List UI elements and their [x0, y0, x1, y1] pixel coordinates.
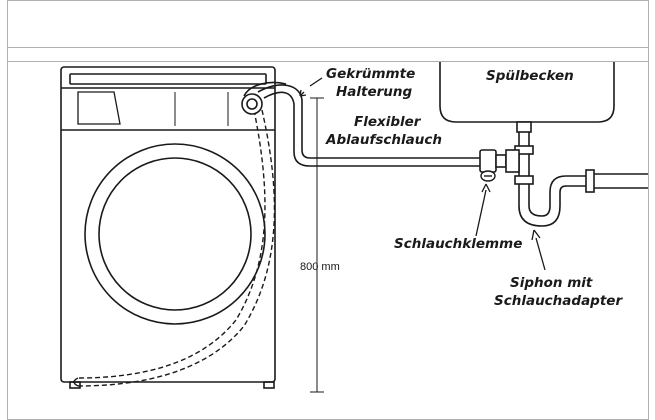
- bent-holder: [241, 81, 287, 115]
- leader-arrows: [299, 77, 546, 271]
- flexible-drain-hose: [257, 84, 480, 167]
- arrow-hose-clamp: [475, 189, 487, 237]
- foot-left: [69, 381, 81, 389]
- label-siphon-2: Schlauchadapter: [494, 293, 623, 309]
- hose-clamp: [480, 170, 496, 182]
- hose-adapter: [479, 149, 520, 173]
- label-hose-clamp: Schlauchklemme: [394, 236, 522, 252]
- arrow-bent-holder: [299, 77, 323, 97]
- height-dimension: [310, 97, 324, 393]
- foot-right: [263, 381, 275, 389]
- label-bent-holder-1: Gekrümmte: [326, 66, 415, 82]
- door-inner: [98, 157, 252, 311]
- door-outer: [84, 143, 266, 325]
- arrow-siphon: [535, 237, 546, 271]
- sink: [439, 62, 615, 133]
- drawer-handle: [77, 91, 121, 125]
- label-flexible-hose-2: Ablaufschlauch: [325, 132, 442, 148]
- label-bent-holder-2: Halterung: [336, 84, 413, 100]
- label-height: 800 mm: [300, 261, 340, 273]
- label-sink: Spülbecken: [486, 68, 574, 84]
- label-flexible-hose-1: Flexibler: [354, 114, 422, 130]
- siphon: [514, 132, 648, 227]
- inner-drain-hose: [73, 109, 276, 387]
- washing-machine: [60, 66, 276, 389]
- label-siphon-1: Siphon mit: [510, 275, 593, 291]
- detergent-drawer: [69, 73, 267, 85]
